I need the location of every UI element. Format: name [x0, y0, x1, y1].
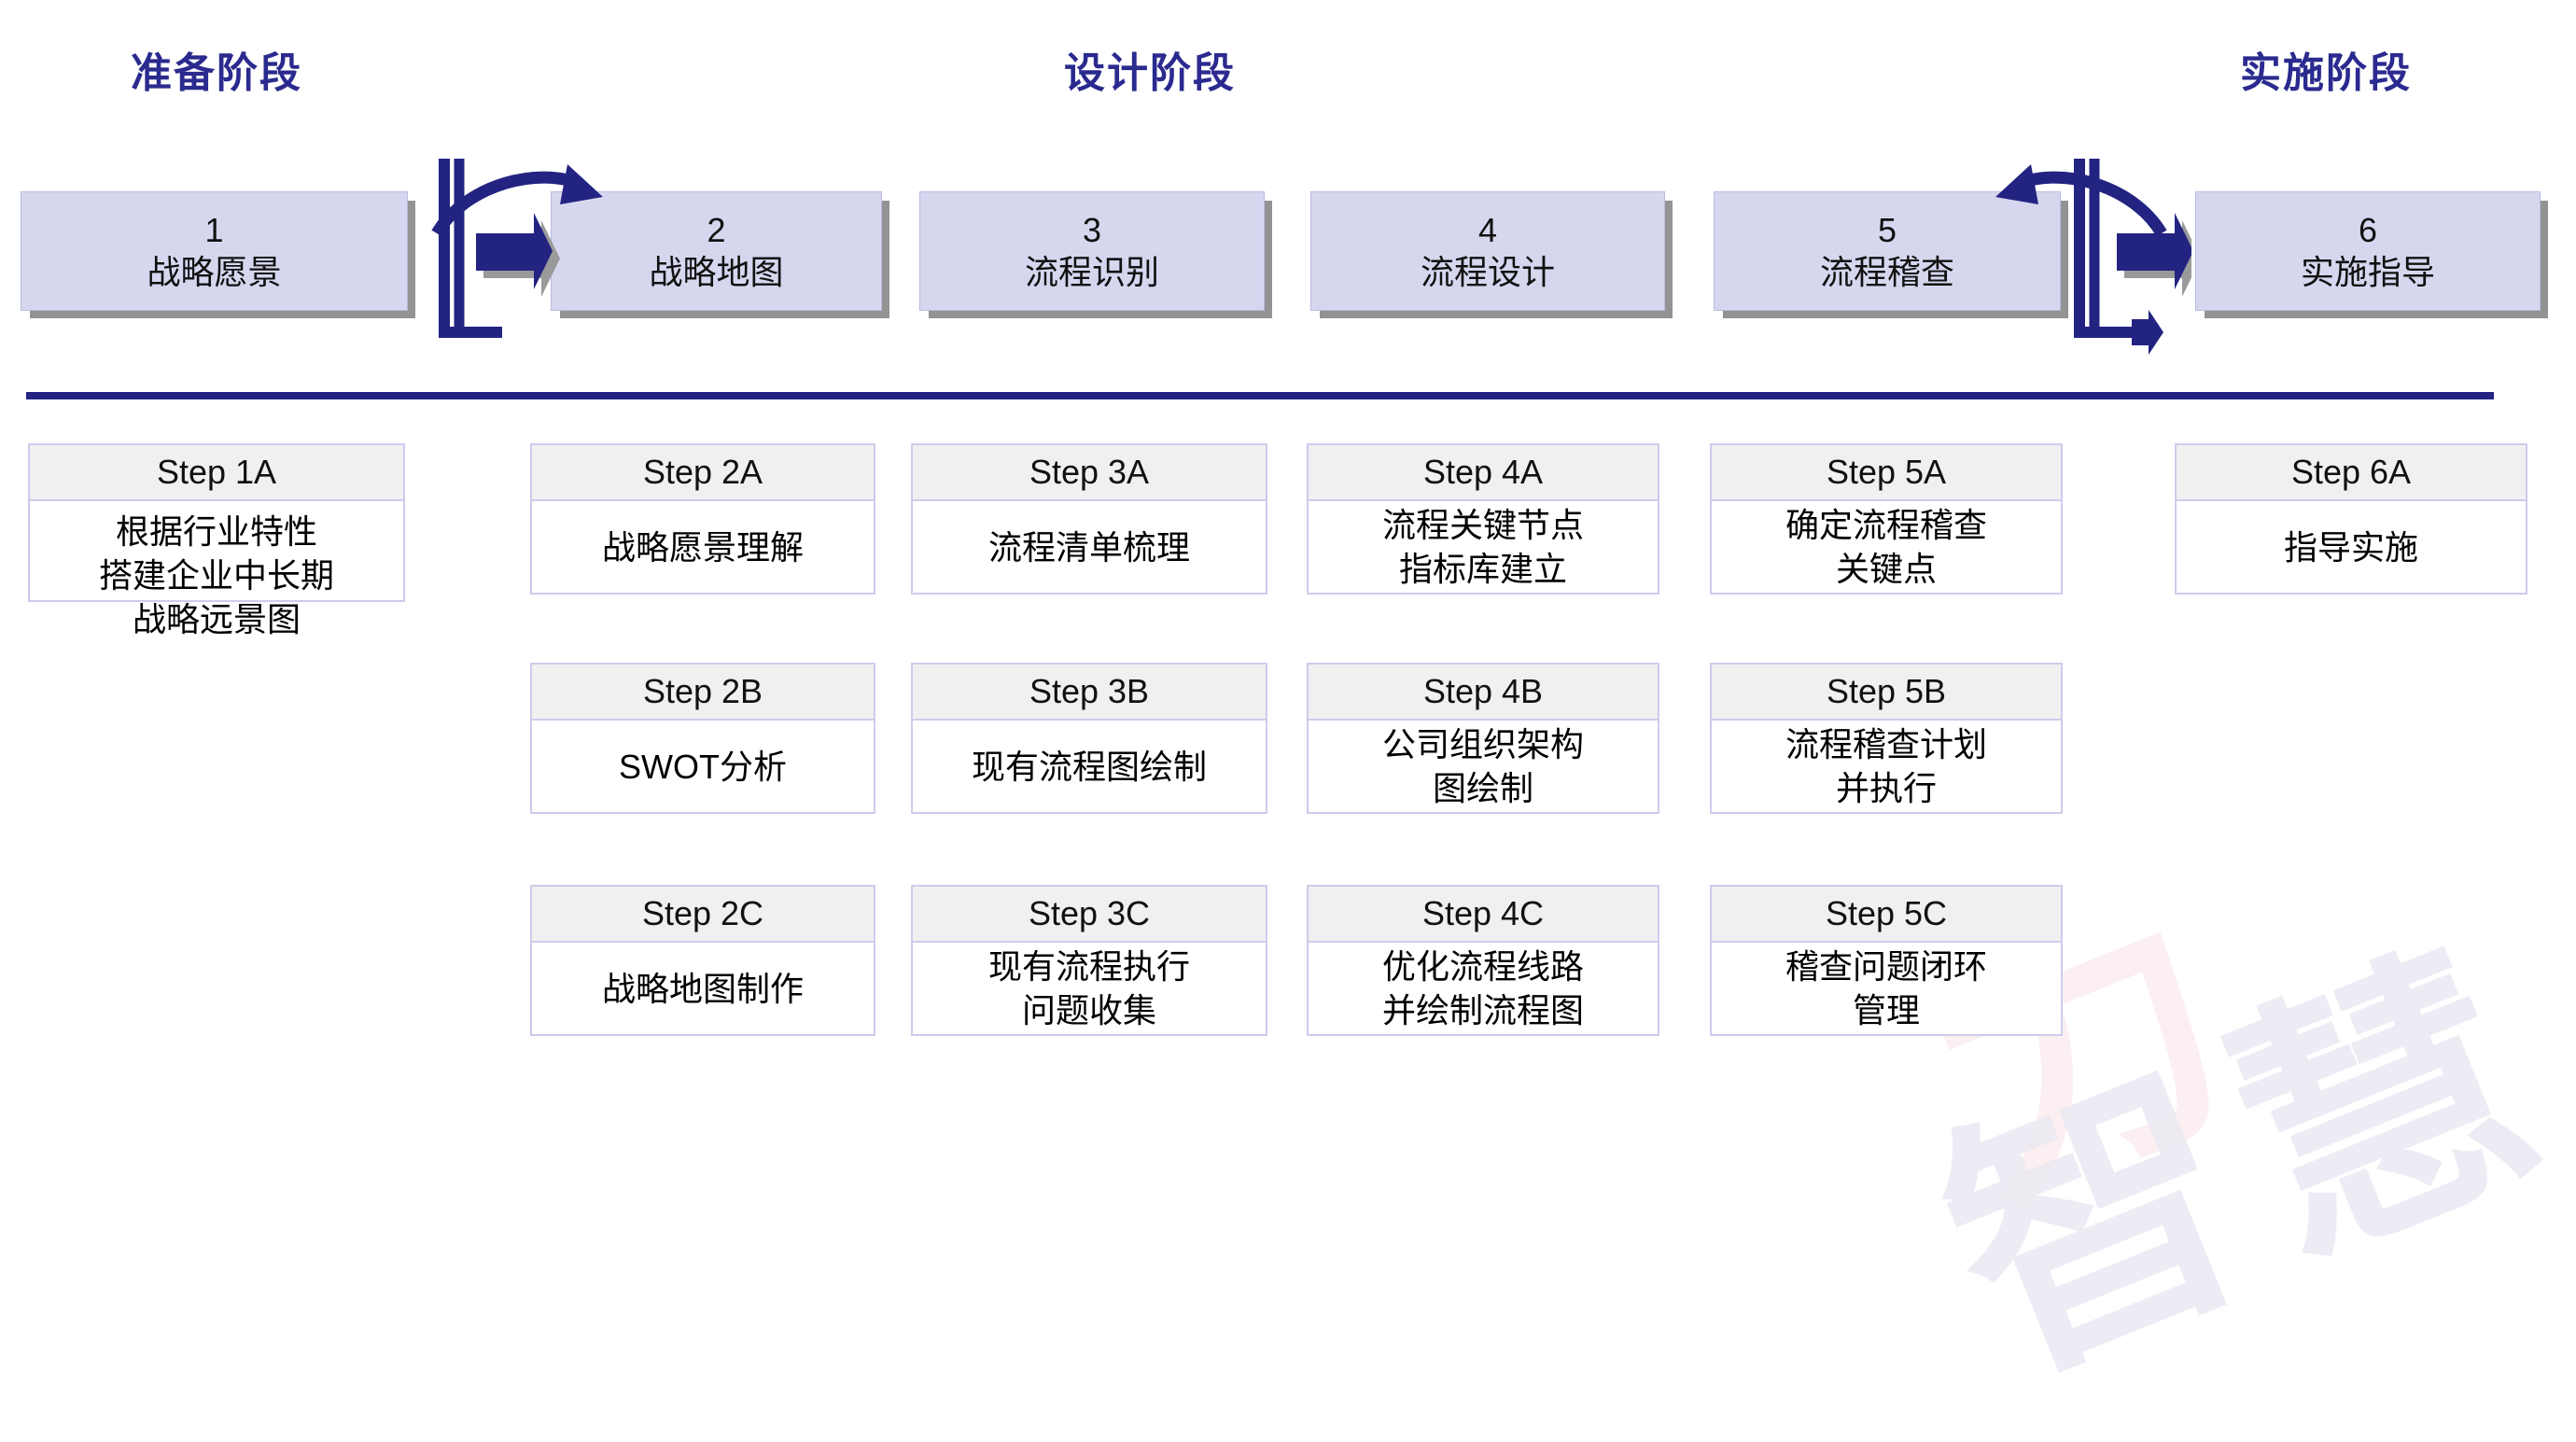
step-card-body: 确定流程稽查 关键点 — [1785, 506, 1987, 588]
stage-number: 2 — [707, 211, 726, 249]
stage-number: 6 — [2358, 211, 2378, 249]
step-card-body: 优化流程线路 并绘制流程图 — [1381, 947, 1584, 1029]
step-card-3c[interactable]: Step 3C 现有流程执行 问题收集 — [911, 885, 1267, 1036]
step-card-6a[interactable]: Step 6A 指导实施 — [2175, 443, 2527, 595]
stage-number: 1 — [204, 211, 224, 249]
stage-name: 流程识别 — [1024, 253, 1159, 291]
stage-number: 5 — [1877, 211, 1897, 249]
step-card-body: 流程关键节点 指标库建立 — [1381, 506, 1584, 588]
bracket-foot-arrow — [2132, 310, 2163, 355]
step-card-header: Step 5B — [1712, 665, 2061, 721]
stage-name: 战略愿景 — [147, 253, 282, 291]
right-connector — [1949, 93, 2191, 364]
stage-name: 流程稽查 — [1819, 253, 1954, 291]
stage-box-6[interactable]: 6 实施指导 — [2195, 191, 2541, 311]
step-card-header: Step 6A — [2177, 445, 2526, 501]
curved-arrow-right-head — [560, 164, 603, 204]
step-card-header: Step 3C — [913, 887, 1266, 943]
bracket-outer — [439, 159, 502, 338]
step-card-5b[interactable]: Step 5B 流程稽查计划 并执行 — [1710, 663, 2063, 814]
stage-box-4[interactable]: 4 流程设计 — [1310, 191, 1665, 311]
stage-name: 实施指导 — [2300, 253, 2435, 291]
step-card-body: 稽查问题闭环 管理 — [1785, 947, 1987, 1029]
step-card-header: Step 4B — [1309, 665, 1658, 721]
section-divider — [26, 392, 2494, 399]
step-card-header: Step 3B — [913, 665, 1266, 721]
stage-number: 4 — [1477, 211, 1498, 249]
block-arrow-right — [476, 213, 553, 289]
step-card-4c[interactable]: Step 4C 优化流程线路 并绘制流程图 — [1307, 885, 1659, 1036]
step-card-2a[interactable]: Step 2A 战略愿景理解 — [530, 443, 875, 595]
step-card-2b[interactable]: Step 2B SWOT分析 — [530, 663, 875, 814]
stage-box-3[interactable]: 3 流程识别 — [919, 191, 1265, 311]
step-card-4b[interactable]: Step 4B 公司组织架构 图绘制 — [1307, 663, 1659, 814]
step-card-header: Step 3A — [913, 445, 1266, 501]
left-connector — [411, 93, 644, 364]
curved-arrow-left-head — [1995, 164, 2038, 204]
step-card-body: 指导实施 — [2283, 527, 2418, 567]
step-card-body: 根据行业特性 搭建企业中长期 战略远景图 — [98, 512, 334, 638]
step-card-1a[interactable]: Step 1A 根据行业特性 搭建企业中长期 战略远景图 — [28, 443, 405, 638]
block-arrow-right — [2117, 213, 2191, 289]
step-card-header: Step 2A — [532, 445, 874, 501]
step-card-header: Step 2B — [532, 665, 874, 721]
step-card-body: SWOT分析 — [619, 747, 787, 786]
step-card-body: 战略愿景理解 — [601, 527, 804, 567]
step-card-body: 现有流程图绘制 — [971, 747, 1207, 786]
step-card-body: 流程稽查计划 并执行 — [1785, 725, 1987, 807]
step-card-header: Step 4C — [1309, 887, 1658, 943]
stage-name: 流程设计 — [1420, 253, 1555, 291]
step-card-2c[interactable]: Step 2C 战略地图制作 — [530, 885, 875, 1036]
step-card-body: 公司组织架构 图绘制 — [1381, 725, 1584, 807]
step-card-header: Step 1A — [30, 445, 403, 501]
stage-box-2[interactable]: 2 战略地图 — [551, 191, 882, 311]
phase-title-design: 设计阶段 — [1064, 50, 1236, 96]
step-card-3b[interactable]: Step 3B 现有流程图绘制 — [911, 663, 1267, 814]
step-card-header: Step 4A — [1309, 445, 1658, 501]
step-card-header: Step 5A — [1712, 445, 2061, 501]
step-card-body: 现有流程执行 问题收集 — [987, 947, 1190, 1029]
phase-title-impl: 实施阶段 — [2240, 50, 2412, 96]
step-card-4a[interactable]: Step 4A 流程关键节点 指标库建立 — [1307, 443, 1659, 595]
step-card-header: Step 2C — [532, 887, 874, 943]
step-card-body: 流程清单梳理 — [987, 527, 1190, 567]
phase-title-prep: 准备阶段 — [131, 50, 302, 96]
stage-name: 战略地图 — [649, 253, 784, 291]
stage-number: 3 — [1082, 211, 1102, 249]
step-card-3a[interactable]: Step 3A 流程清单梳理 — [911, 443, 1267, 595]
step-card-5c[interactable]: Step 5C 稽查问题闭环 管理 — [1710, 885, 2063, 1036]
step-card-body: 战略地图制作 — [601, 969, 804, 1008]
step-card-5a[interactable]: Step 5A 确定流程稽查 关键点 — [1710, 443, 2063, 595]
stage-box-1[interactable]: 1 战略愿景 — [21, 191, 408, 311]
diagram-canvas: 力 智慧 准备阶段 设计阶段 实施阶段 1 战略愿景 2 战略地图 3 流程识别… — [21, 50, 2576, 1428]
step-card-header: Step 5C — [1712, 887, 2061, 943]
stage-box-5[interactable]: 5 流程稽查 — [1714, 191, 2061, 311]
bracket-outer — [2074, 159, 2137, 338]
